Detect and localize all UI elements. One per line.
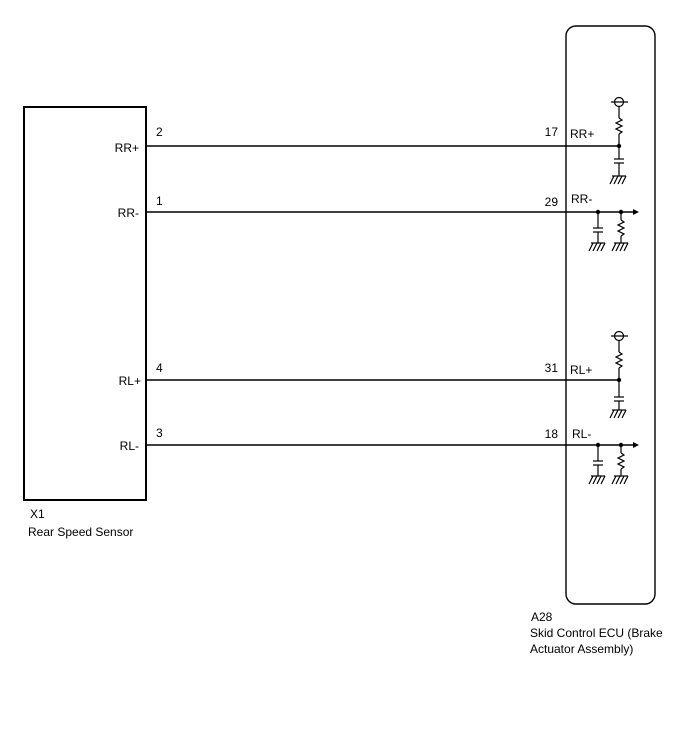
- sensor-name: Rear Speed Sensor: [28, 525, 133, 539]
- resistor-icon: [614, 117, 624, 135]
- ground-icon: [611, 242, 629, 252]
- rr-minus-circuit: [588, 209, 639, 252]
- rear-speed-sensor-box: [23, 106, 147, 501]
- sensor-code: X1: [30, 507, 45, 521]
- sensor-pin-number-1: 1: [156, 194, 163, 208]
- ground-icon: [588, 475, 606, 485]
- junction-dot-icon: [616, 377, 622, 383]
- rr-plus-pullup-circuit: [609, 96, 628, 185]
- ecu-pin-label-rr-plus: RR+: [570, 127, 594, 141]
- ecu-name-line-2: Actuator Assembly): [530, 642, 633, 656]
- sensor-pin-label-rl-plus: RL+: [119, 374, 141, 388]
- arrow-right-icon: [633, 442, 639, 448]
- ecu-pin-number-31: 31: [545, 361, 559, 375]
- ground-icon: [611, 475, 629, 485]
- sensor-pin-number-3: 3: [156, 426, 163, 440]
- ecu-pin-label-rr-minus: RR-: [571, 192, 592, 206]
- sensor-pin-label-rl-minus: RL-: [120, 439, 139, 453]
- ecu-pin-label-rl-minus: RL-: [572, 427, 591, 441]
- resistor-icon: [614, 351, 624, 369]
- ecu-name-line-1: Skid Control ECU (Brake: [530, 626, 663, 640]
- sensor-pin-number-4: 4: [156, 361, 163, 375]
- ground-icon: [609, 409, 627, 419]
- sensor-pin-number-2: 2: [156, 125, 163, 139]
- ecu-pin-number-17: 17: [545, 125, 559, 139]
- ecu-pin-number-29: 29: [545, 195, 559, 209]
- ground-icon: [609, 175, 627, 185]
- resistor-icon: [616, 452, 626, 470]
- sensor-pin-label-rr-plus: RR+: [115, 141, 139, 155]
- ecu-pin-number-18: 18: [545, 427, 559, 441]
- ecu-box: [565, 25, 656, 605]
- ground-icon: [588, 242, 606, 252]
- sensor-pin-label-rr-minus: RR-: [118, 206, 139, 220]
- junction-dot-icon: [616, 143, 622, 149]
- rl-minus-circuit: [588, 442, 639, 485]
- ecu-code: A28: [531, 610, 553, 624]
- resistor-icon: [616, 219, 626, 237]
- rl-plus-pullup-circuit: [609, 330, 628, 419]
- ecu-pin-label-rl-plus: RL+: [570, 363, 592, 377]
- arrow-right-icon: [633, 209, 639, 215]
